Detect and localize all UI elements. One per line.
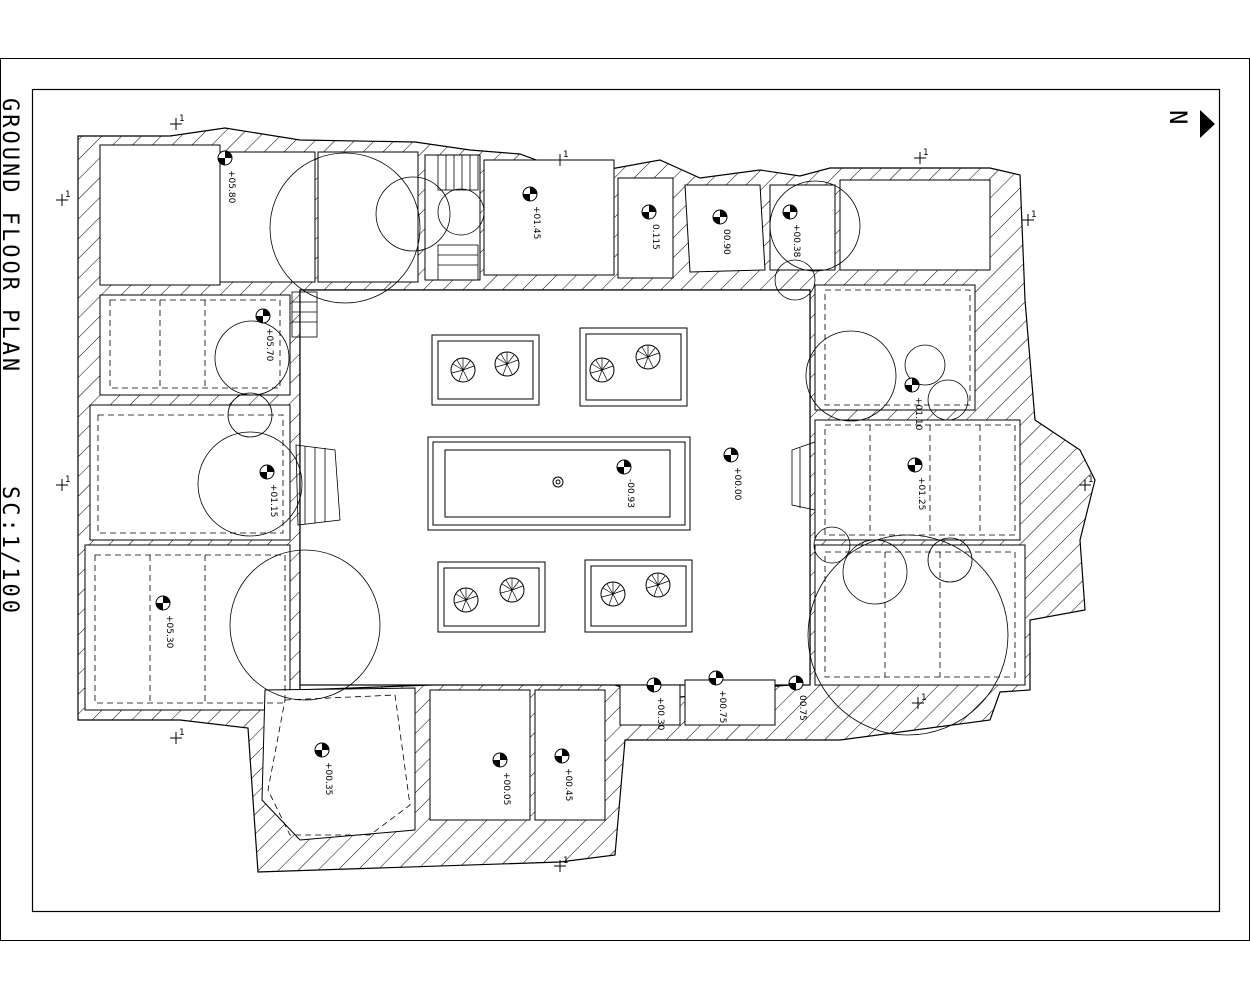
stairs	[291, 154, 816, 526]
level-marker: +01.45	[522, 186, 541, 239]
courtyard	[299, 289, 811, 686]
section-mark: 1	[914, 148, 929, 164]
level-value: +01.25	[916, 477, 926, 510]
section-mark: 1	[1022, 210, 1037, 226]
section-mark-label: 1	[65, 475, 71, 485]
level-value: 00.90	[721, 229, 731, 255]
section-mark-label: 1	[179, 114, 185, 124]
level-value: +01.15	[268, 484, 278, 517]
drawing-title: GROUND FLOOR PLAN	[0, 98, 22, 375]
inner-border	[31, 88, 1221, 913]
level-marker: +05.80	[217, 150, 236, 204]
level-value: +00.00	[732, 467, 742, 501]
level-marker: +05.70	[255, 308, 274, 362]
level-value: 00.75	[797, 695, 807, 721]
level-marker: +05.30	[155, 595, 174, 649]
level-marker: -00.93	[616, 459, 635, 508]
level-value: 0.115	[650, 224, 660, 250]
level-marker: 0.115	[641, 204, 660, 250]
level-marker: +00.30	[646, 677, 665, 731]
level-marker: +00.35	[314, 742, 333, 795]
level-value: -00.93	[625, 479, 635, 508]
section-mark-label: 1	[563, 856, 569, 866]
section-mark-label: 1	[1031, 210, 1037, 220]
section-mark-label: 1	[179, 728, 185, 738]
section-mark: 1	[912, 693, 927, 709]
level-value: +00.38	[791, 224, 801, 258]
section-mark-label: 1	[1088, 475, 1094, 485]
level-value: +05.80	[226, 170, 236, 204]
section-mark: 1	[170, 728, 185, 744]
level-value: +01.10	[913, 397, 923, 431]
rooms	[84, 144, 1026, 841]
arc-circles	[197, 152, 1009, 736]
level-marker: +00.38	[782, 204, 801, 258]
level-marker: +00.05	[492, 752, 511, 805]
level-value: +01.45	[531, 206, 541, 239]
north-arrow: N	[1164, 110, 1215, 138]
level-marker: +01.15	[259, 464, 278, 517]
level-markers: +05.80 +01.45 0.115 00.90 +00.38 +05.70 +01.15…	[155, 150, 926, 805]
level-value: +00.35	[323, 762, 333, 795]
level-marker: +00.75	[708, 670, 727, 723]
level-marker: +01.25	[907, 457, 926, 510]
level-marker: +00.00	[723, 447, 742, 501]
level-value: +00.05	[501, 772, 511, 805]
level-marker: +00.45	[554, 748, 573, 801]
level-marker: 00.90	[712, 209, 731, 255]
dashed-overlays	[94, 289, 1016, 836]
level-value: +05.30	[164, 615, 174, 649]
section-mark: 1	[56, 190, 71, 206]
level-value: +00.75	[717, 690, 727, 723]
level-value: +05.70	[264, 328, 274, 362]
section-mark: 1	[56, 475, 71, 491]
courtyard-features	[427, 327, 693, 633]
drawing-scale: SC:1/100	[0, 486, 22, 616]
level-marker: 00.75	[788, 675, 807, 721]
section-mark-label: 1	[921, 693, 927, 703]
section-mark-label: 1	[563, 150, 569, 160]
section-mark: 1	[554, 150, 569, 166]
north-label: N	[1164, 110, 1192, 124]
level-marker: +01.10	[904, 377, 923, 431]
section-mark: 1	[554, 856, 569, 872]
section-mark: 1	[1079, 475, 1094, 491]
section-mark: 1	[170, 114, 185, 130]
section-marks: 1 1 1 1 1 1 1 1 1 1	[56, 114, 1094, 872]
level-value: +00.45	[563, 768, 573, 801]
section-mark-label: 1	[923, 148, 929, 158]
level-value: +00.30	[655, 697, 665, 731]
section-mark-label: 1	[65, 190, 71, 200]
